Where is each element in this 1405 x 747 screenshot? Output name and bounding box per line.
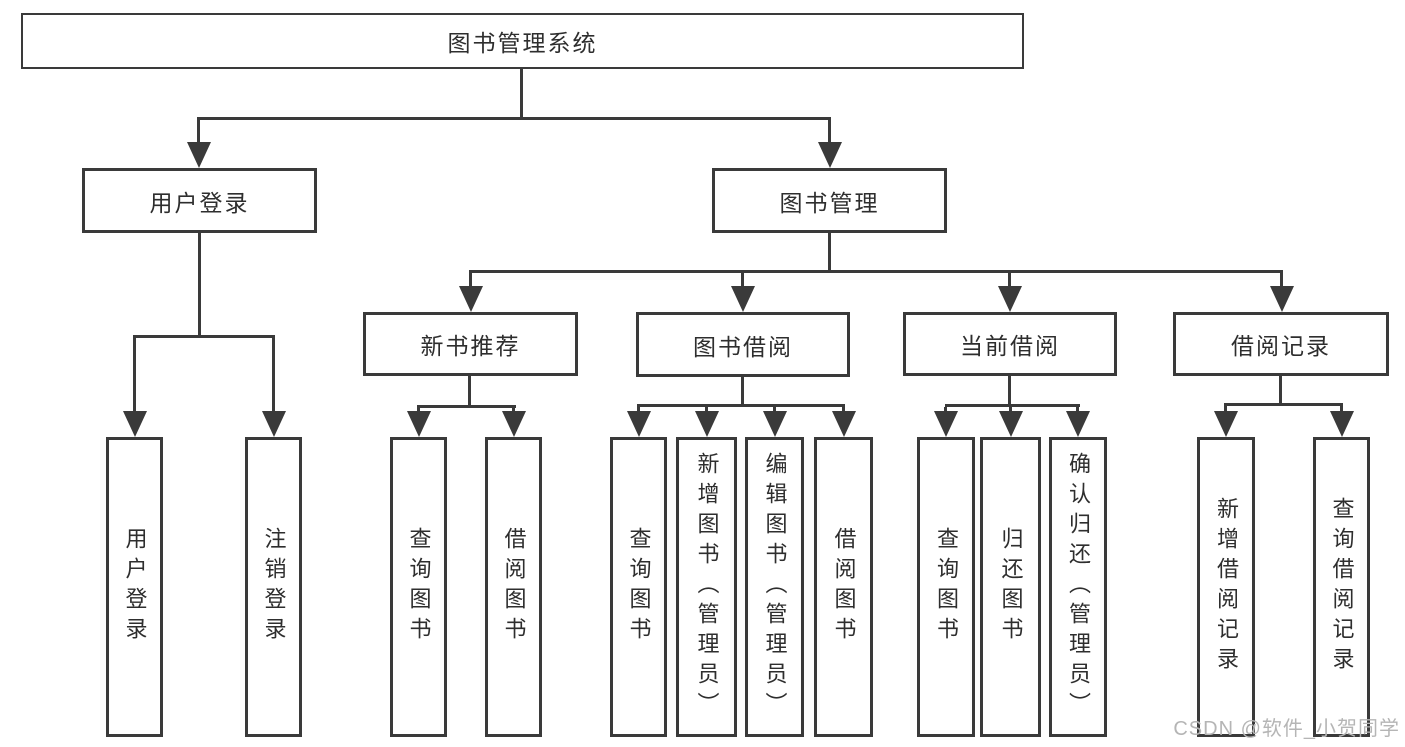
arrowhead-borrow1 [627,411,651,437]
connector-drop-user-login [197,119,200,145]
connector-records-rail [1224,403,1343,406]
connector-drop-borrow4 [842,407,845,413]
connector-drop-group3 [1008,273,1011,288]
leaf-label: 确认归还（管理员） [1066,452,1091,722]
node-book-mgmt: 图书管理 [712,168,947,233]
connector-root-stem [520,69,523,119]
connector-borrow-stem [741,377,744,407]
connector-drop-records1 [1224,406,1227,413]
arrowhead-records1 [1214,411,1238,437]
node-rec-query-books: 查询图书 [390,437,447,737]
arrowhead-rec2 [502,411,526,437]
node-current-borrow: 当前借阅 [903,312,1117,376]
node-rec-borrow-books: 借阅图书 [485,437,542,737]
node-new-book-rec-label: 新书推荐 [420,333,521,359]
connector-rec-rail [417,405,516,408]
connector-drop-group2 [741,273,744,288]
leaf-label: 查询图书 [934,527,959,647]
arrowhead-group3 [998,286,1022,312]
connector-login-rail [133,335,275,338]
connector-current-stem [1008,374,1011,407]
connector-root-rail [197,117,831,120]
arrowhead-book-mgmt [818,142,842,168]
leaf-label: 借阅图书 [831,527,857,647]
node-user-login: 用户登录 [82,168,317,233]
connector-drop-borrow1 [637,407,640,413]
connector-drop-book-mgmt [828,119,831,145]
leaf-label: 注销登录 [261,527,287,647]
connector-records-stem [1279,376,1282,406]
arrowhead-user-login [187,142,211,168]
arrowhead-group1 [459,286,483,312]
connector-borrow-rail [637,404,845,407]
connector-drop-borrow3 [773,407,776,413]
connector-mgmt-rail [469,270,1283,273]
connector-drop-group1 [469,273,472,288]
leaf-label: 编辑图书（管理员） [762,452,788,722]
watermark: CSDN @软件_小贺同学 [1173,718,1400,740]
node-borrow-edit-books-admin: 编辑图书（管理员） [745,437,804,737]
leaf-label: 用户登录 [122,527,148,647]
leaf-label: 查询图书 [406,527,432,647]
connector-login-stem [198,233,201,337]
node-current-return-books: 归还图书 [980,437,1041,737]
node-borrow-query-books: 查询图书 [610,437,667,737]
connector-drop-current2 [1009,407,1012,413]
connector-drop-group4 [1280,273,1283,288]
node-current-confirm-return-admin: 确认归还（管理员） [1049,437,1107,737]
node-root: 图书管理系统 [21,13,1024,69]
node-user-login-leaf: 用户登录 [106,437,163,737]
connector-drop-current3 [1076,407,1079,413]
node-records-query-record: 查询借阅记录 [1313,437,1370,737]
leaf-label: 新增图书（管理员） [694,452,720,722]
arrowhead-borrow4 [832,411,856,437]
connector-current-rail [945,404,1080,407]
arrowhead-group2 [731,286,755,312]
arrowhead-current3 [1066,411,1090,437]
node-borrow-borrow-books: 借阅图书 [814,437,873,737]
node-borrow-add-books-admin: 新增图书（管理员） [676,437,737,737]
connector-drop-records2 [1340,406,1343,413]
connector-drop-login-leaf1 [133,338,136,413]
node-new-book-rec: 新书推荐 [363,312,578,376]
arrowhead-current1 [934,411,958,437]
leaf-label: 归还图书 [998,527,1024,647]
arrowhead-rec1 [407,411,431,437]
leaf-label: 查询借阅记录 [1329,497,1355,677]
node-logout-leaf: 注销登录 [245,437,302,737]
arrowhead-records2 [1330,411,1354,437]
arrowhead-login-leaf2 [262,411,286,437]
node-current-borrow-label: 当前借阅 [960,333,1060,359]
node-borrow-records-label: 借阅记录 [1231,333,1331,359]
arrowhead-borrow3 [763,411,787,437]
node-root-label: 图书管理系统 [447,30,598,56]
connector-drop-current1 [944,407,947,413]
connector-rec-stem [468,376,471,407]
leaf-label: 借阅图书 [501,527,527,647]
node-user-login-label: 用户登录 [149,189,250,216]
node-book-borrow: 图书借阅 [636,312,850,377]
arrowhead-group4 [1270,286,1294,312]
arrowhead-borrow2 [695,411,719,437]
arrowhead-login-leaf1 [123,411,147,437]
arrowhead-current2 [999,411,1023,437]
connector-drop-borrow2 [705,407,708,413]
leaf-label: 新增借阅记录 [1214,497,1239,677]
node-records-add-record: 新增借阅记录 [1197,437,1255,737]
node-book-borrow-label: 图书借阅 [693,333,793,360]
node-borrow-records: 借阅记录 [1173,312,1389,376]
node-current-query-books: 查询图书 [917,437,975,737]
connector-drop-login-leaf2 [272,338,275,413]
leaf-label: 查询图书 [626,527,652,647]
connector-mgmt-stem [828,233,831,272]
node-book-mgmt-label: 图书管理 [779,189,880,216]
